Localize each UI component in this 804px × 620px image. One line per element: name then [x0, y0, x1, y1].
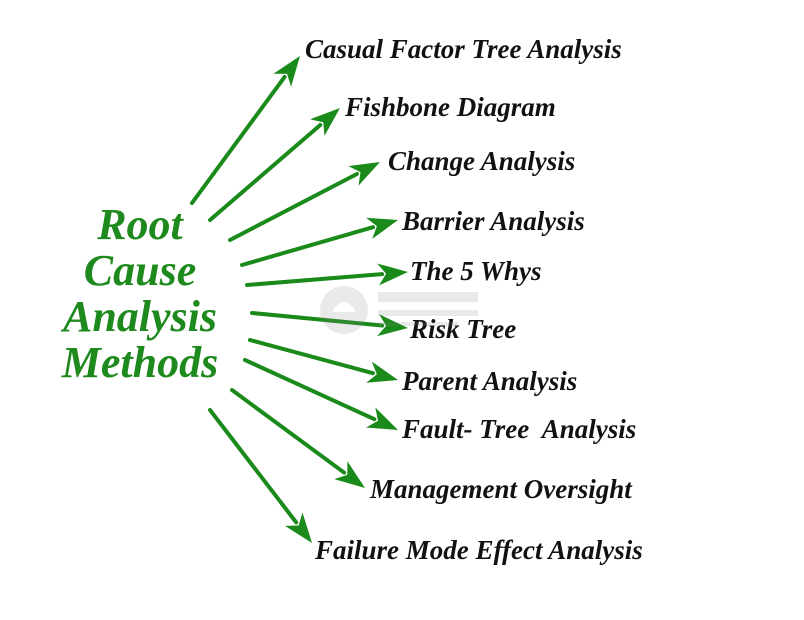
arrow-2	[208, 108, 340, 222]
arrow-1	[190, 56, 300, 205]
arrow-5	[245, 263, 408, 287]
arrow-head	[310, 108, 340, 136]
arrow-head	[273, 56, 300, 87]
arrow-shaft	[228, 171, 359, 242]
arrow-shaft	[230, 388, 347, 475]
arrow-head	[348, 162, 380, 186]
method-label-5: The 5 Whys	[410, 256, 542, 286]
arrow-shaft	[248, 338, 375, 376]
arrow-shaft	[250, 311, 385, 328]
arrow-7	[248, 338, 398, 383]
method-label-7: Parent Analysis	[402, 366, 578, 396]
arrow-head	[366, 407, 398, 430]
arrow-shaft	[190, 74, 287, 205]
arrow-shaft	[208, 408, 299, 525]
arrow-9	[230, 388, 365, 488]
watermark-logo-icon	[320, 286, 478, 334]
method-label-10: Failure Mode Effect Analysis	[315, 535, 643, 565]
arrow-head	[285, 512, 312, 543]
arrow-8	[243, 358, 398, 430]
method-label-8: Fault- Tree Analysis	[402, 414, 637, 444]
method-label-2: Fishbone Diagram	[345, 92, 556, 122]
arrow-head	[366, 361, 398, 383]
method-label-3: Change Analysis	[388, 146, 576, 176]
arrow-shaft	[208, 122, 323, 222]
central-topic-line-2: Cause	[83, 246, 197, 295]
arrow-6	[250, 311, 408, 337]
arrow-head	[334, 461, 365, 488]
central-topic-line-4: Methods	[61, 338, 219, 387]
method-label-6: Risk Tree	[410, 314, 517, 344]
arrow-shaft	[240, 225, 376, 267]
arrow-head	[377, 263, 408, 286]
arrow-head	[366, 217, 398, 239]
arrow-10	[208, 408, 312, 543]
method-label-9: Management Oversight	[370, 474, 632, 504]
method-label-1: Casual Factor Tree Analysis	[305, 34, 622, 64]
central-topic-line-3: Analysis	[62, 292, 218, 341]
arrow-shaft	[243, 358, 377, 422]
arrow-4	[240, 217, 398, 267]
method-label-4: Barrier Analysis	[402, 206, 585, 236]
arrow-3	[228, 162, 380, 242]
central-topic-line-1: Root	[97, 200, 183, 249]
arrow-shaft	[245, 272, 385, 287]
arrow-head	[377, 314, 408, 337]
central-topic: Root Cause Analysis Methods	[40, 202, 240, 386]
